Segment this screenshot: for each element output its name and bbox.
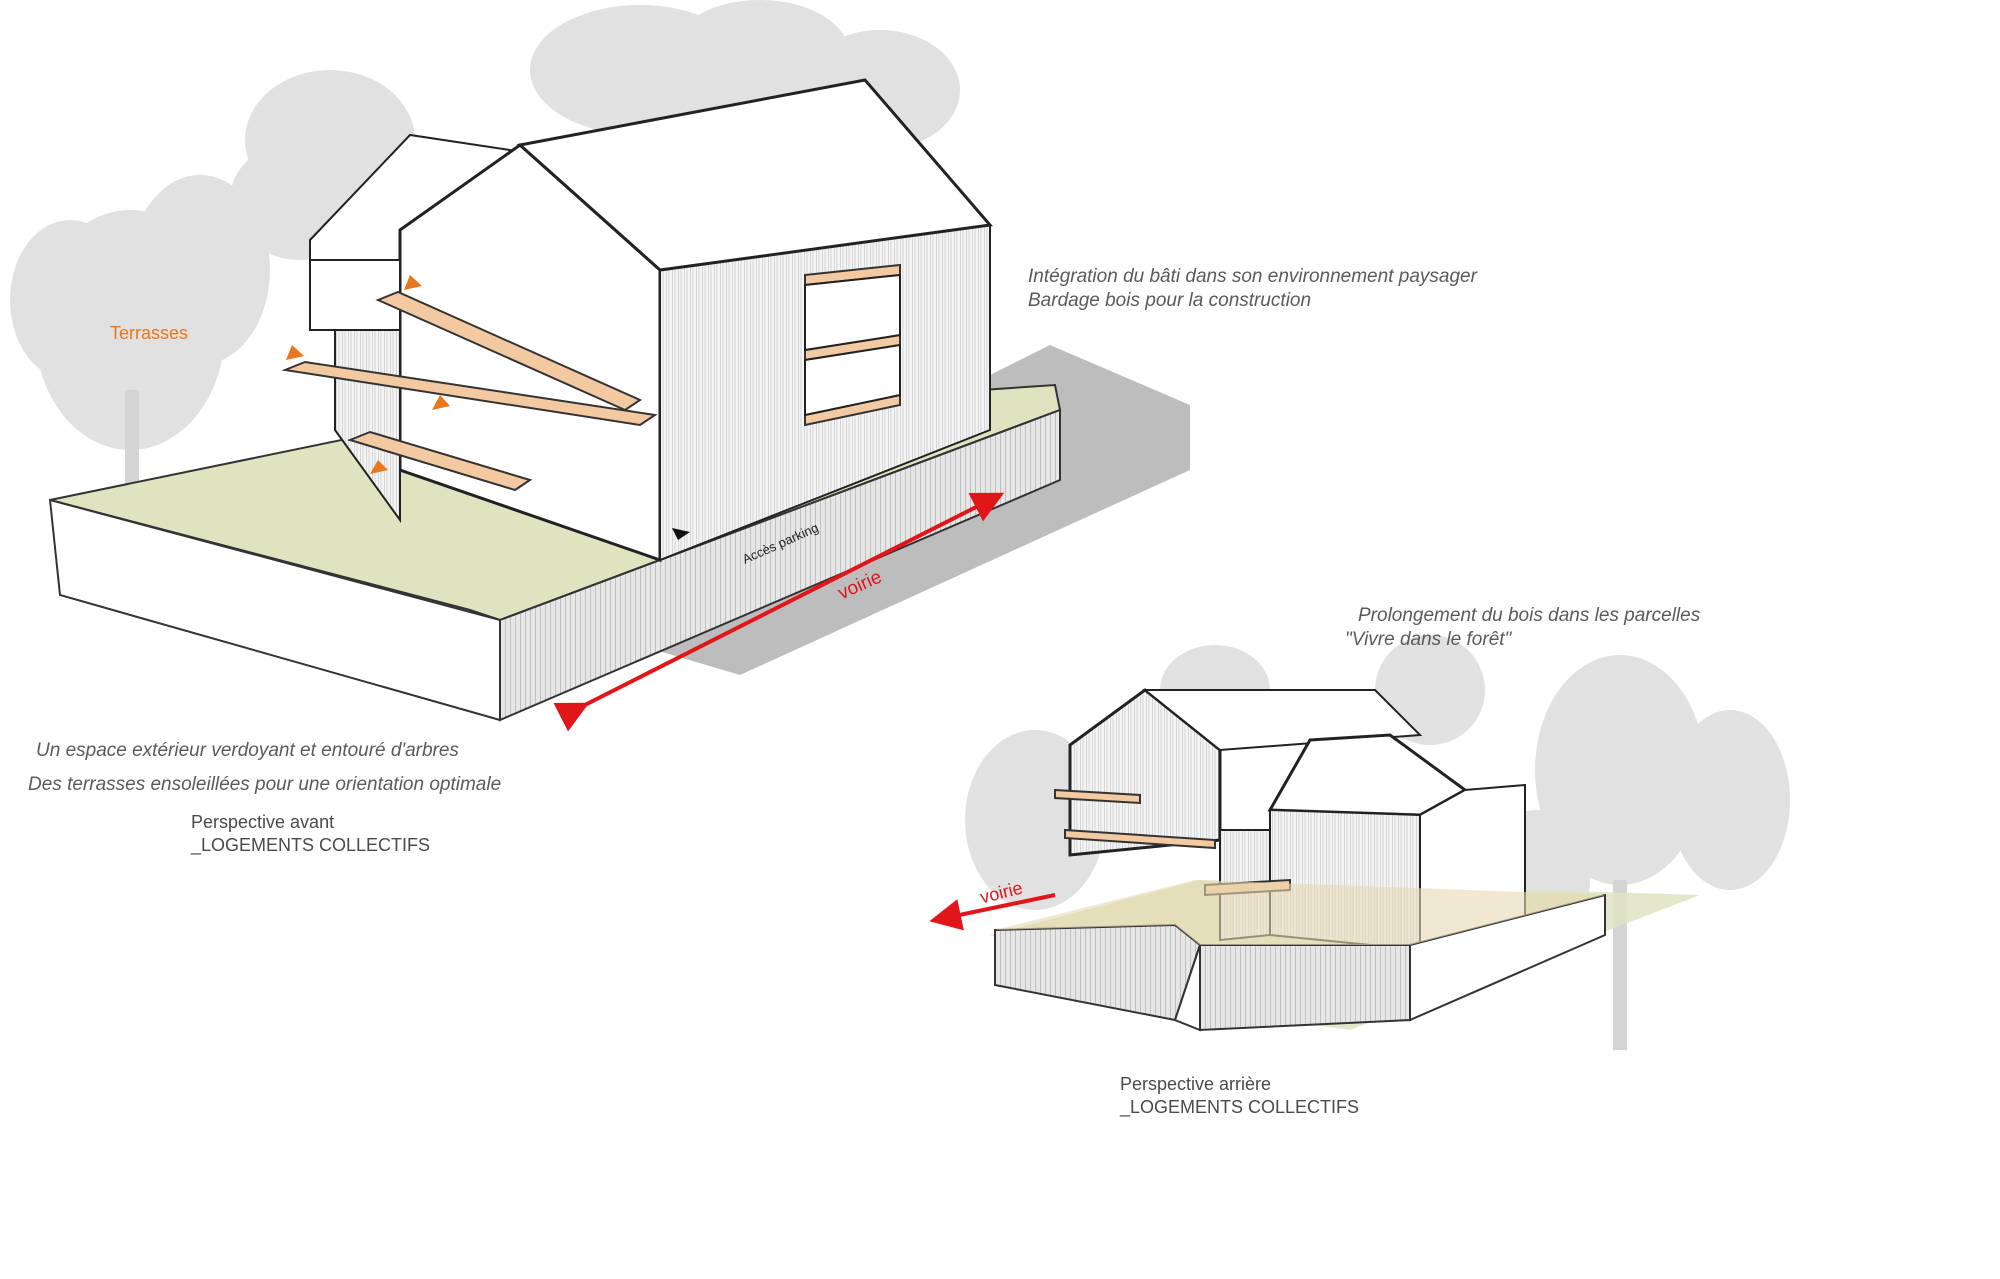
front-caption-2: _LOGEMENTS COLLECTIFS [191, 835, 431, 855]
outdoor-line-1: Un espace extérieur verdoyant et entouré… [36, 740, 459, 761]
rear-base-left [994, 923, 1202, 1022]
terrasses-label: Terrasses [110, 323, 189, 343]
front-caption-1: Perspective avant [191, 812, 335, 832]
prolongement-line-1: Prolongement du bois dans les parcelles [1358, 605, 1701, 626]
rear-building [929, 688, 1700, 1032]
terraces [281, 263, 901, 492]
outdoor-line-2: Des terrasses ensoleillées pour une orie… [28, 774, 502, 795]
voirie-arrow-rear [929, 893, 1056, 931]
voirie-arrow-front [553, 492, 1005, 732]
rear-caption-1: Perspective arrière [1120, 1074, 1272, 1094]
rear-base-right [1199, 944, 1411, 1032]
front-building [48, 78, 1190, 732]
integration-line-1: Intégration du bâti dans son environneme… [1028, 266, 1477, 287]
rear-roof [1142, 689, 1423, 752]
terrace-markers [286, 275, 450, 474]
integration-line-2: Bardage bois pour la construction [1028, 290, 1312, 311]
roof [516, 78, 993, 272]
rear-caption-2: _LOGEMENTS COLLECTIFS [1120, 1097, 1360, 1117]
prolongement-line-2: "Vivre dans le forêt" [1345, 629, 1512, 650]
